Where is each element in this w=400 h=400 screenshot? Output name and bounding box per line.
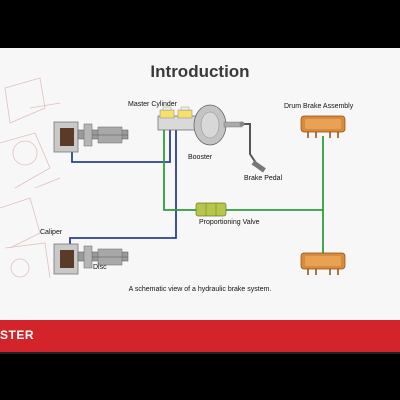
front-caliper-top-icon [53,121,129,153]
label-caliper: Caliper [40,229,63,236]
front-caliper-bottom-icon [53,243,129,275]
label-proportioning-valve: Proportioning Valve [199,219,260,226]
rear-brake-lines [163,130,324,253]
brake-system-diagram [53,104,346,275]
label-booster: Booster [188,154,213,161]
booster-icon [193,104,243,146]
footer-brand-logo: STER [0,328,35,342]
label-master-cylinder: Master Cylinder [128,101,178,108]
label-brake-pedal: Brake Pedal [244,175,283,182]
footer-bar: STER [0,320,400,352]
label-disc: Disc [93,264,107,271]
footer-divider [0,352,400,354]
diagram-caption: A schematic view of a hydraulic brake sy… [128,286,272,293]
master-cylinder-icon [157,106,197,131]
label-drum-brake-assembly: Drum Brake Assembly [284,103,354,110]
background-sketch [0,77,61,279]
brake-pedal-icon [239,121,266,173]
drum-brake-top-icon [300,115,346,138]
slide-title: Introduction [150,62,250,81]
drum-brake-bottom-icon [300,252,346,275]
proportioning-valve-icon [195,202,227,217]
front-brake-lines [69,128,177,254]
presentation-slide: Introduction [0,48,400,354]
